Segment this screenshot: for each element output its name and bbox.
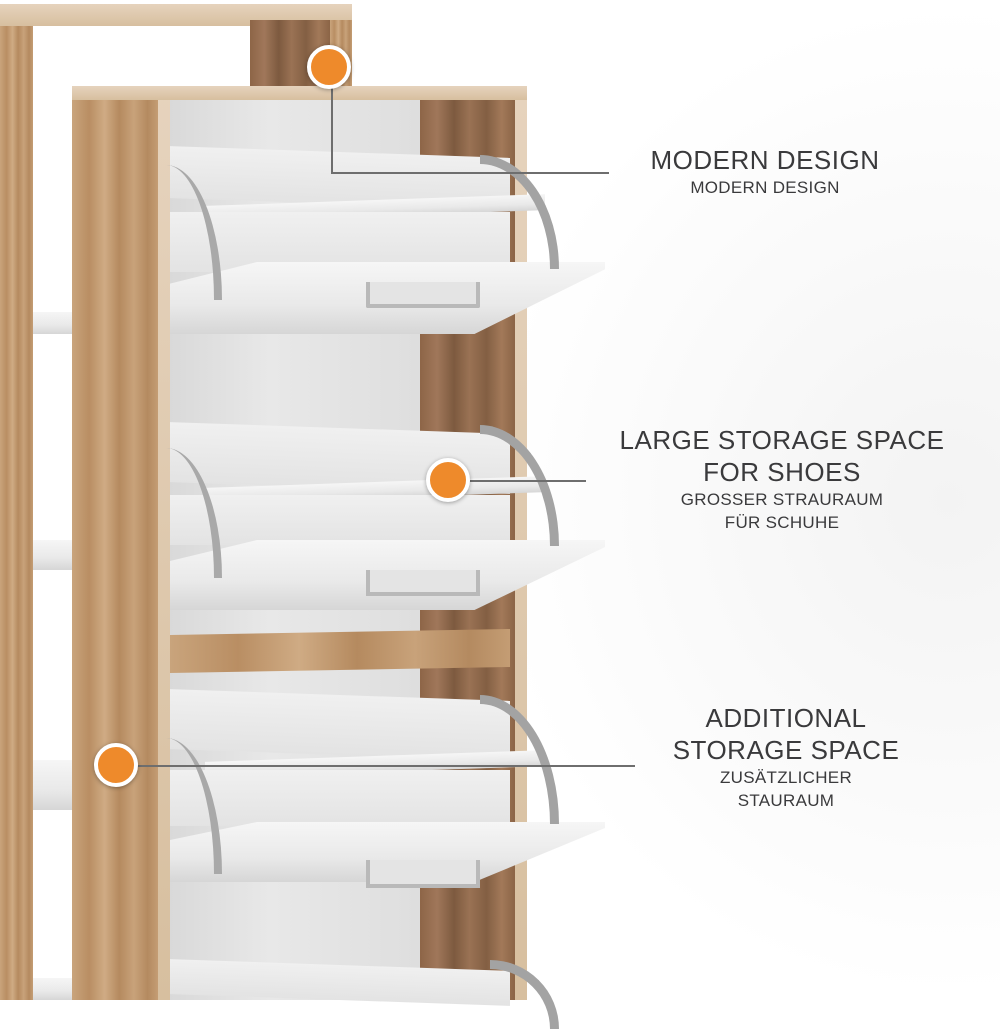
- compartment-2-handle: [366, 570, 480, 596]
- compartment-3-inner-tray: [170, 689, 510, 761]
- callout-3-marker[interactable]: [94, 743, 138, 787]
- callout-1-subtitle: MODERN DESIGN: [690, 178, 840, 197]
- callout-1-marker[interactable]: [307, 45, 351, 89]
- cabinet-top: [72, 86, 527, 100]
- callout-2-title-line-2: FOR SHOES: [703, 457, 861, 487]
- callout-3-subtitle-line-2: STAURAUM: [737, 791, 835, 810]
- callout-2-subtitle-line-2: FÜR SCHUHE: [724, 513, 840, 532]
- cabinet-left-side-panel: [72, 88, 158, 1000]
- callout-3-leader: [138, 765, 635, 767]
- callout-1-title: MODERN DESIGN: [650, 145, 880, 175]
- compartment-3-tray-lower: [170, 770, 510, 826]
- callout-1-leader-horizontal: [331, 172, 609, 174]
- callout-3-title-line-2: STORAGE SPACE: [672, 735, 900, 765]
- callout-3-title-line-1: ADDITIONAL: [705, 703, 867, 733]
- callout-2-label: LARGE STORAGE SPACE FOR SHOES GROSSER ST…: [590, 424, 974, 534]
- callout-1-label: MODERN DESIGN MODERN DESIGN: [620, 144, 910, 199]
- callout-2-subtitle-line-1: GROSSER STRAURAUM: [680, 490, 884, 509]
- callout-1-leader-vertical: [331, 82, 333, 174]
- middle-wood-shelf: [170, 629, 510, 673]
- compartment-1-handle: [366, 282, 480, 308]
- callout-3-label: ADDITIONAL STORAGE SPACE ZUSÄTZLICHER ST…: [640, 702, 932, 812]
- callout-2-leader: [470, 480, 586, 482]
- rear-frame-left-post: [0, 12, 33, 1000]
- callout-3-subtitle-line-1: ZUSÄTZLICHER: [719, 768, 853, 787]
- compartment-3-handle: [366, 860, 480, 888]
- callout-2-title-line-1: LARGE STORAGE SPACE: [619, 425, 945, 455]
- compartment-2-tray-lower: [170, 495, 510, 545]
- callout-2-marker[interactable]: [426, 458, 470, 502]
